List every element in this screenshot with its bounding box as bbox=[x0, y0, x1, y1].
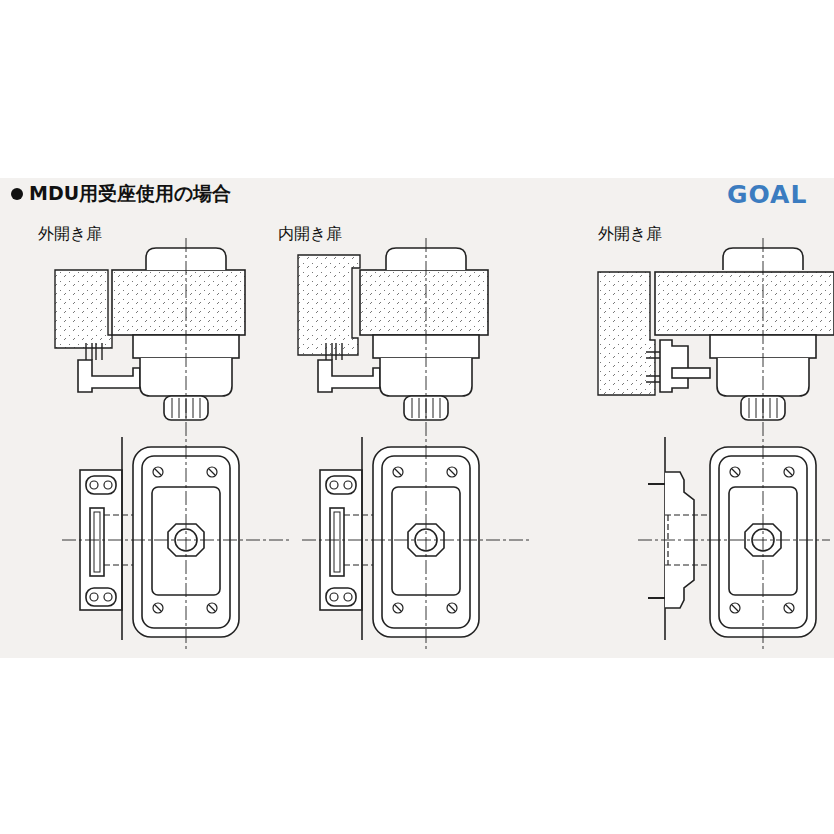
door-type-label: 内開き扉 bbox=[278, 224, 342, 243]
door-type-label: 外開き扉 bbox=[38, 224, 102, 243]
diagram-title: MDU用受座使用の場合 bbox=[29, 182, 231, 205]
outward-door-wall-panel bbox=[598, 238, 834, 650]
bullet-dot bbox=[11, 188, 23, 200]
inward-door-panel bbox=[298, 238, 532, 650]
door-type-label: 外開き扉 bbox=[598, 224, 662, 243]
outward-door-panel bbox=[55, 238, 292, 650]
brand-logo: GOAL bbox=[727, 180, 807, 210]
